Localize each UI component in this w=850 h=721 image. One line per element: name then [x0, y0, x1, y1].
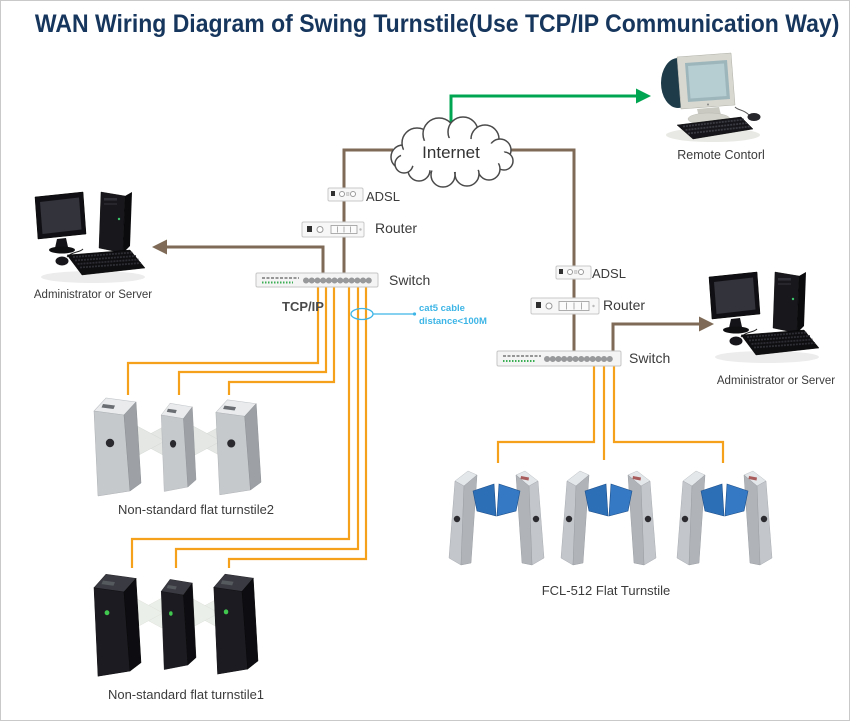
fcl512-label: FCL-512 Flat Turnstile — [541, 583, 671, 598]
turnstile2-image — [93, 397, 262, 497]
remote-link-arrowhead — [636, 88, 651, 104]
router-right-label: Router — [603, 297, 646, 313]
adsl-modem-right-image — [555, 265, 592, 280]
wan-arrowheads — [152, 239, 714, 332]
cat5-note-line2: distance<100M — [419, 316, 487, 327]
fcl512-turnstile-image — [449, 471, 772, 565]
turnstile2-label: Non-standard flat turnstile2 — [117, 502, 275, 517]
remote-control-pc-image — [660, 52, 762, 143]
adsl-right-label: ADSL — [592, 266, 626, 281]
adsl-left-label: ADSL — [366, 189, 400, 204]
router-left-label: Router — [375, 220, 418, 236]
internet-label: Internet — [422, 143, 480, 162]
admin-server-right-image — [708, 271, 820, 364]
switch-left-image — [255, 272, 379, 288]
tcpip-label: TCP/IP — [282, 299, 324, 314]
admin-server-left-label: Administrator or Server — [33, 289, 153, 301]
turnstile1-label: Non-standard flat turnstile1 — [107, 687, 265, 702]
cat5-note-line1: cat5 cable — [419, 303, 465, 314]
cat5-cables — [126, 286, 725, 568]
switch-right-label: Switch — [629, 350, 671, 366]
admin-server-left-image — [34, 191, 146, 284]
adsl-modem-left-image — [327, 187, 364, 202]
turnstile1-image — [93, 573, 259, 677]
router-right-image — [530, 297, 600, 315]
admin-server-right-label: Administrator or Server — [716, 375, 836, 387]
remote-control-label: Remote Contorl — [677, 148, 765, 162]
cable-callout — [350, 307, 417, 321]
internet-cloud — [390, 116, 514, 188]
switch-left-label: Switch — [389, 272, 431, 288]
remote-link-line — [449, 94, 638, 133]
diagram-title: WAN Wiring Diagram of Swing Turnstile(Us… — [34, 10, 840, 38]
router-left-image — [301, 221, 365, 238]
switch-right-image — [496, 350, 622, 367]
